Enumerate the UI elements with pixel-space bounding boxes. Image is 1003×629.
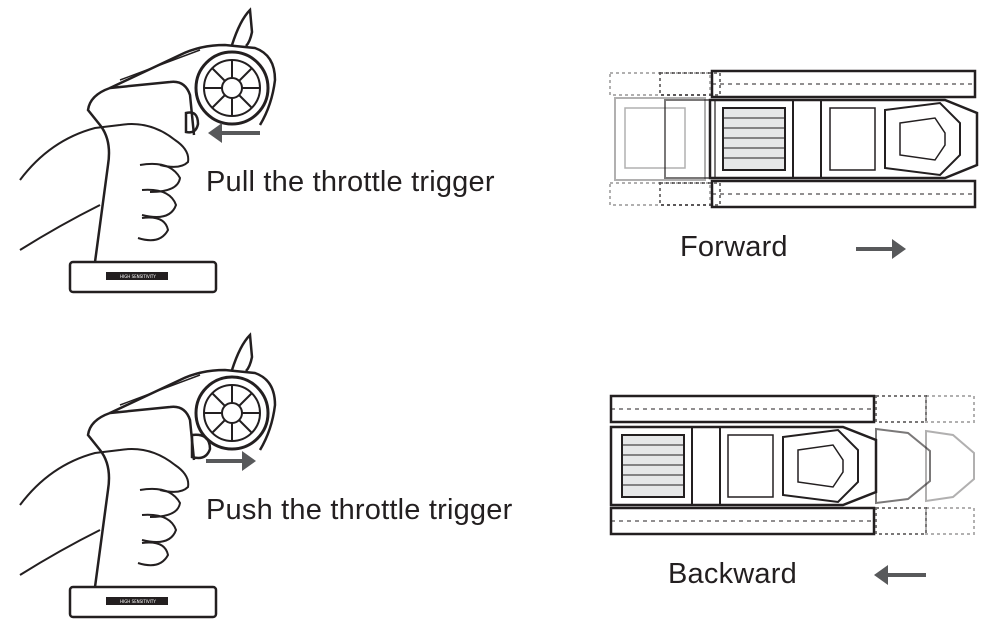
instruction-text: Push the throttle trigger <box>206 494 513 526</box>
remote-base-logo <box>106 272 168 280</box>
direction-label: Backward <box>668 558 797 590</box>
throttle-trigger <box>190 433 212 460</box>
instruction-text: Pull the throttle trigger <box>206 166 495 198</box>
left-arrow-icon <box>208 123 260 143</box>
remote-base <box>68 585 218 619</box>
steering-wheel <box>194 375 270 451</box>
direction-label: Forward <box>680 231 788 263</box>
right-arrow-icon <box>206 451 256 471</box>
remote-controller-illustration: HIGH SENSITIVITY <box>19 332 277 619</box>
left-arrow-icon <box>874 565 926 585</box>
remote-base <box>68 260 218 294</box>
remote-base-text: HIGH SENSITIVITY <box>120 274 156 279</box>
right-arrow-icon <box>856 239 906 259</box>
section-forward: HIGH SENSITIVITY Pull the throttle trigg… <box>0 0 1003 310</box>
remote-base-text: HIGH SENSITIVITY <box>120 599 156 604</box>
remote-controller-illustration: HIGH SENSITIVITY <box>19 7 277 294</box>
section-backward: HIGH SENSITIVITY Push the throttle trigg… <box>0 320 1003 629</box>
steering-wheel <box>194 50 270 126</box>
throttle-trigger <box>184 111 200 134</box>
tank-top-view-backward <box>609 394 975 536</box>
tank-top-view-forward <box>609 69 979 209</box>
remote-base-logo <box>106 597 168 605</box>
